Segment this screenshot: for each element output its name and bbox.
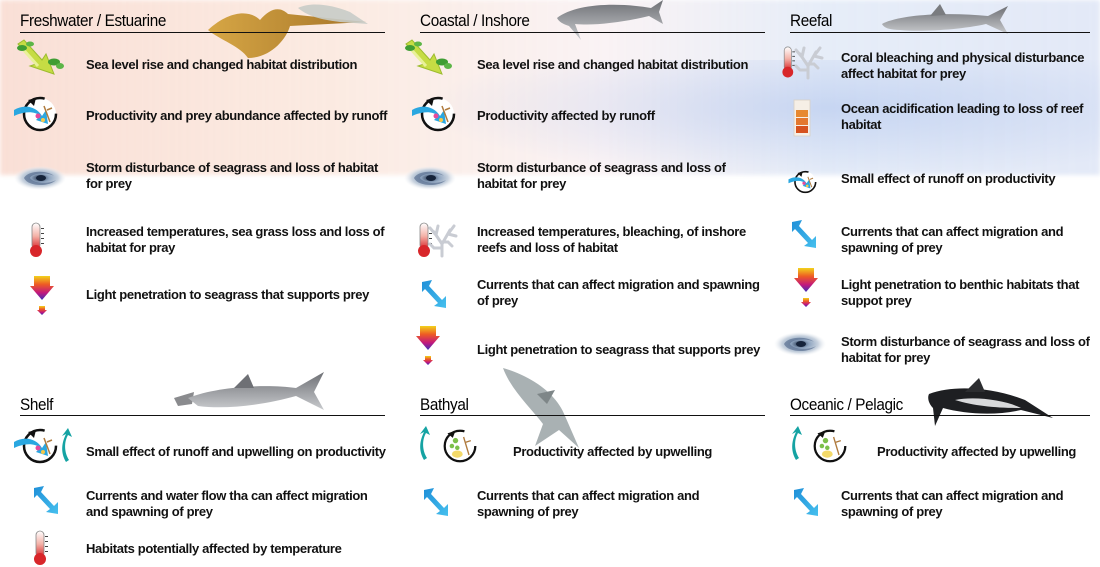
light-penetration-icon <box>794 268 818 307</box>
currents-icon <box>792 220 816 248</box>
reefal-item-6: Storm disturbance of seagrass and loss o… <box>841 334 1090 365</box>
bathyal-item-1: Productivity affected by upwelling <box>513 444 713 459</box>
storm-icon <box>14 166 66 190</box>
manta-ray-illustration <box>208 4 368 58</box>
divider-bathyal <box>420 415 765 416</box>
currents-icon <box>34 486 58 514</box>
runoff-productivity-icon <box>12 428 58 464</box>
divider-reefal <box>790 32 1090 33</box>
currents-icon <box>424 488 448 516</box>
sea-level-icon <box>403 38 454 76</box>
oceanic-item-1: Productivity affected by upwelling <box>877 444 1077 459</box>
oceanic-item-2: Currents that can affect migration and s… <box>841 488 1064 519</box>
background-glow <box>420 60 1100 180</box>
reefal-item-3: Small effect of runoff on productivity <box>841 171 1056 186</box>
runoff-productivity-icon <box>410 96 456 132</box>
coastal-item-2: Productivity affected by runoff <box>477 108 655 123</box>
divider-coastal <box>420 32 765 33</box>
freshwater-item-1: Sea level rise and changed habitat distr… <box>86 57 358 72</box>
small-runoff-icon <box>787 170 817 194</box>
shark-illustration-oceanic <box>928 378 1053 426</box>
reefal-item-1: Coral bleaching and physical disturbance… <box>841 50 1085 81</box>
ocean-acidification-icon <box>793 99 811 137</box>
divider-oceanic <box>790 415 1090 416</box>
panel-title-freshwater: Freshwater / Estuarine <box>20 11 166 30</box>
panel-title-shelf: Shelf <box>20 395 54 414</box>
reefal-item-2: Ocean acidification leading to loss of r… <box>841 101 1084 132</box>
freshwater-item-3: Storm disturbance of seagrass and loss o… <box>86 160 379 191</box>
sea-level-icon <box>15 38 66 76</box>
coastal-item-4: Increased temperatures, bleaching, of in… <box>477 224 746 255</box>
storm-icon <box>774 332 826 356</box>
hammerhead-shark-illustration <box>174 372 324 410</box>
shark-illustration-coastal <box>557 0 663 40</box>
shark-illustration-reefal <box>882 4 1008 34</box>
divider-freshwater <box>20 32 385 33</box>
bathyal-item-2: Currents that can affect migration and s… <box>477 488 700 519</box>
thermometer-icon <box>29 222 45 258</box>
coastal-item-1: Sea level rise and changed habitat distr… <box>477 57 749 72</box>
divider-shelf <box>20 415 385 416</box>
shelf-item-3: Habitats potentially affected by tempera… <box>86 541 342 556</box>
coastal-item-5: Currents that can affect migration and s… <box>477 277 760 308</box>
panel-title-bathyal: Bathyal <box>420 395 469 414</box>
storm-icon <box>404 166 456 190</box>
upwelling-productivity-icon <box>813 429 847 463</box>
reefal-item-4: Currents that can affect migration and s… <box>841 224 1064 255</box>
reefal-item-5: Light penetration to benthic habitats th… <box>841 277 1080 308</box>
coral-icon <box>428 224 458 258</box>
freshwater-item-4: Increased temperatures, sea grass loss a… <box>86 224 385 255</box>
light-penetration-icon <box>30 276 54 315</box>
currents-icon <box>794 488 818 516</box>
coastal-item-6: Light penetration to seagrass that suppo… <box>477 342 760 357</box>
shark-illustration-bathyal <box>503 368 579 448</box>
freshwater-item-5: Light penetration to seagrass that suppo… <box>86 287 369 302</box>
panel-title-coastal: Coastal / Inshore <box>420 11 530 30</box>
light-penetration-icon <box>416 326 440 365</box>
coastal-item-3: Storm disturbance of seagrass and loss o… <box>477 160 726 191</box>
upwelling-productivity-icon <box>443 429 477 463</box>
panel-title-oceanic: Oceanic / Pelagic <box>790 395 903 414</box>
currents-icon <box>422 280 446 308</box>
shelf-item-1: Small effect of runoff and upwelling on … <box>86 444 386 459</box>
panel-title-reefal: Reefal <box>790 11 833 30</box>
coral-bleaching-icon <box>794 46 824 80</box>
shelf-item-2: Currents and water flow tha can affect m… <box>86 488 368 519</box>
freshwater-item-2: Productivity and prey abundance affected… <box>86 108 388 123</box>
runoff-productivity-icon <box>12 96 58 132</box>
thermometer-icon <box>33 530 49 566</box>
